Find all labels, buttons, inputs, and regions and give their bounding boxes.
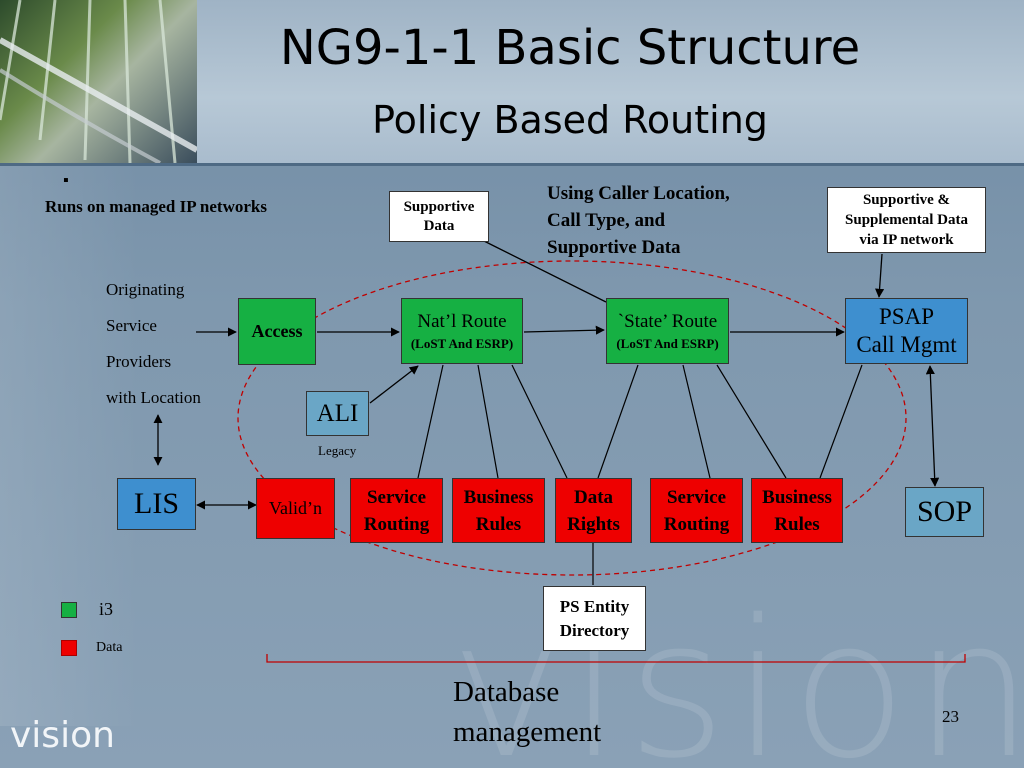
natl-route-box: Nat’l Route (LoST And ESRP) bbox=[401, 298, 523, 364]
bridge-photo bbox=[0, 0, 197, 163]
data-rights-box: Data Rights bbox=[555, 478, 632, 543]
supportive-data-box: Supportive Data bbox=[389, 191, 489, 242]
access-box: Access bbox=[238, 298, 316, 365]
arrow-supplemental-psap bbox=[875, 253, 885, 298]
legend-i3-label: i3 bbox=[99, 599, 114, 619]
line-state-business2 bbox=[716, 364, 787, 479]
policy-ellipse bbox=[237, 260, 907, 576]
legacy-label: Legacy bbox=[318, 443, 357, 458]
line-supportive-state bbox=[477, 237, 607, 303]
bullet-mark: ▪ bbox=[63, 172, 69, 189]
database-management-text: Database management bbox=[453, 676, 602, 748]
service-routing-box-1: Service Routing bbox=[350, 478, 443, 543]
business-rules-box-2: Business Rules bbox=[751, 478, 843, 543]
sop-box: SOP bbox=[905, 487, 984, 537]
legend-data-label: Data bbox=[96, 640, 123, 655]
watermark-left-shape bbox=[0, 166, 140, 726]
psap-call-mgmt-box: PSAP Call Mgmt bbox=[845, 298, 968, 364]
legend-data-swatch bbox=[61, 640, 77, 656]
arrow-psap-sop bbox=[925, 365, 940, 487]
line-natl-business1 bbox=[477, 364, 499, 479]
ps-entity-directory-box: PS Entity Directory bbox=[543, 586, 646, 651]
line-natl-datarights bbox=[511, 364, 568, 479]
arrow-natl-state bbox=[523, 325, 605, 335]
business-rules-box-1: Business Rules bbox=[452, 478, 545, 543]
bridge-photo-graphic bbox=[0, 0, 197, 163]
slide-subtitle: Policy Based Routing bbox=[372, 98, 768, 142]
ali-box: ALI bbox=[306, 391, 369, 436]
originating-providers-text: Originating Service Providers with Locat… bbox=[106, 280, 201, 407]
line-state-datarights bbox=[597, 364, 639, 479]
lis-box: LIS bbox=[117, 478, 196, 530]
service-routing-box-2: Service Routing bbox=[650, 478, 743, 543]
using-caller-text: Using Caller Location, Call Type, and Su… bbox=[547, 183, 730, 258]
slide-title: NG9-1-1 Basic Structure bbox=[279, 20, 861, 76]
line-state-service2 bbox=[682, 364, 711, 479]
page-number: 23 bbox=[942, 707, 959, 726]
line-natl-service1 bbox=[417, 364, 444, 479]
legend-i3-swatch bbox=[61, 602, 77, 618]
supportive-supplemental-box: Supportive & Supplemental Data via IP ne… bbox=[827, 187, 986, 253]
vision-logo: vision bbox=[10, 715, 115, 756]
state-route-box: `State’ Route (LoST And ESRP) bbox=[606, 298, 729, 364]
line-psap-business2 bbox=[819, 364, 863, 479]
validn-box: Valid’n bbox=[256, 478, 335, 539]
database-bracket bbox=[266, 654, 966, 663]
runs-on-text: Runs on managed IP networks bbox=[45, 197, 267, 216]
arrow-ali-natl bbox=[369, 365, 419, 404]
header-divider bbox=[0, 163, 1024, 166]
